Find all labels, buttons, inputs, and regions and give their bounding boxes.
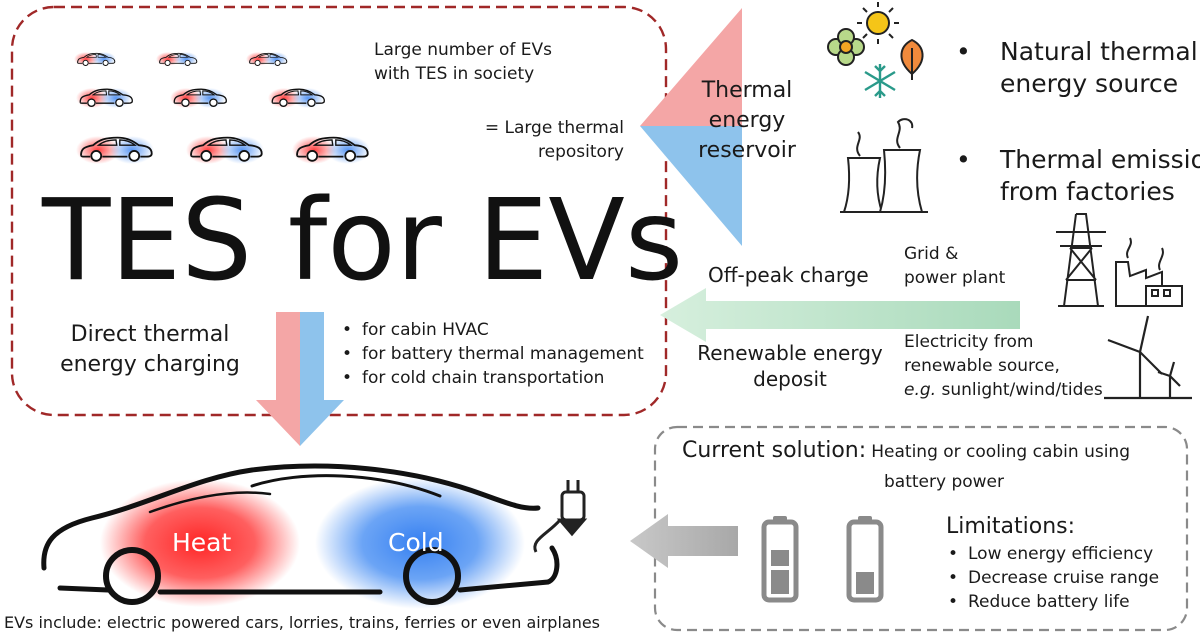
elec-line-3: e.g. sunlight/wind/tides — [904, 378, 1103, 402]
society-line-2: with TES in society — [374, 64, 535, 84]
small-car-icon — [246, 52, 288, 66]
list-item: for cold chain transportation — [340, 366, 644, 390]
repository-line-1: = Large thermal — [484, 118, 624, 138]
renew-line-1: Renewable energy — [697, 341, 883, 365]
society-text: Large number of EVs with TES in society — [374, 38, 552, 86]
wind-turbine-icon — [1104, 315, 1192, 400]
repository-line-2: repository — [538, 142, 624, 162]
direct-charging-label: Direct thermal energy charging — [50, 320, 250, 380]
small-car-icon — [76, 136, 154, 164]
list-item: Decrease cruise range — [946, 566, 1159, 590]
uses-list: for cabin HVAC for battery thermal manag… — [340, 318, 644, 390]
reservoir-label: Thermal energy reservoir — [682, 76, 812, 166]
heat-label: Heat — [172, 528, 232, 557]
elec-line-3-text: sunlight/wind/tides — [941, 380, 1103, 400]
renewable-deposit-label: Renewable energy deposit — [690, 340, 890, 392]
factory-icon — [1115, 237, 1183, 307]
small-car-icon — [156, 52, 198, 66]
current-solution-desc-2: battery power — [884, 472, 1004, 492]
small-car-icon — [268, 88, 326, 108]
eg-text: e.g. — [904, 380, 937, 400]
list-item: Reduce battery life — [946, 590, 1159, 614]
battery-low-icon — [846, 516, 884, 603]
source-line-2: from factories — [1000, 177, 1175, 206]
grid-line-2: power plant — [904, 268, 1006, 288]
grid-label: Grid & power plant — [904, 242, 1005, 290]
grid-line-1: Grid & — [904, 244, 959, 264]
cooling-towers-icon — [840, 118, 928, 213]
small-car-icon — [170, 88, 228, 108]
list-item: Low energy efficiency — [946, 542, 1159, 566]
reservoir-line-1: Thermal — [701, 78, 793, 103]
list-item: Thermal emission from factories — [956, 144, 1200, 208]
renew-line-2: deposit — [753, 367, 827, 391]
source-line-2: energy source — [1000, 69, 1179, 98]
small-car-icon — [76, 88, 134, 108]
elec-line-2: renewable source, — [904, 356, 1060, 376]
battery-half-icon — [761, 516, 799, 603]
main-title: TES for EVs — [42, 176, 684, 306]
small-car-icon — [186, 136, 264, 164]
footnote: EVs include: electric powered cars, lorr… — [4, 613, 601, 632]
current-solution-heading: Current solution: Heating or cooling cab… — [682, 438, 1130, 463]
list-item: Natural thermal energy source — [956, 36, 1200, 100]
power-tower-icon — [1056, 213, 1106, 307]
offpeak-label: Off-peak charge — [708, 263, 869, 287]
car-silhouette-icon — [41, 463, 560, 605]
limitations-title: Limitations: — [946, 514, 1076, 539]
cold-glow — [315, 477, 525, 609]
list-item: for battery thermal management — [340, 342, 644, 366]
society-line-1: Large number of EVs — [374, 40, 553, 60]
offpeak-arrow — [660, 288, 1020, 342]
elec-line-1: Electricity from — [904, 332, 1034, 352]
current-solution-title: Current solution: — [682, 438, 867, 463]
small-car-icon — [74, 52, 116, 66]
cold-label: Cold — [388, 528, 444, 557]
list-item: for cabin HVAC — [340, 318, 644, 342]
repository-text: = Large thermal repository — [454, 116, 624, 164]
plug-icon — [533, 480, 588, 553]
direct-line-1: Direct thermal — [70, 322, 230, 347]
ev-panel-border — [10, 5, 668, 417]
direct-charging-arrow — [256, 312, 344, 446]
leaf-icon — [900, 38, 924, 80]
small-car-icon — [292, 136, 370, 164]
ev-fleet-icons — [74, 52, 370, 164]
reservoir-line-3: reservoir — [698, 138, 796, 163]
snowflake-icon — [864, 64, 896, 98]
reservoir-line-2: energy — [708, 108, 786, 133]
limitations-list: Low energy efficiency Decrease cruise ra… — [946, 542, 1159, 614]
source-line-1: Natural thermal — [1000, 37, 1198, 66]
sun-icon — [857, 2, 899, 44]
renewable-source-label: Electricity from renewable source, e.g. … — [904, 330, 1103, 402]
thermal-sources-list: Natural thermal energy source Thermal em… — [956, 36, 1200, 208]
source-line-1: Thermal emission — [1000, 145, 1200, 174]
direct-line-2: energy charging — [60, 352, 240, 377]
current-solution-arrow — [630, 514, 738, 568]
current-solution-desc-1: Heating or cooling cabin using — [871, 442, 1131, 462]
flower-icon — [827, 28, 865, 66]
thermal-reservoir-arrow — [640, 8, 838, 246]
